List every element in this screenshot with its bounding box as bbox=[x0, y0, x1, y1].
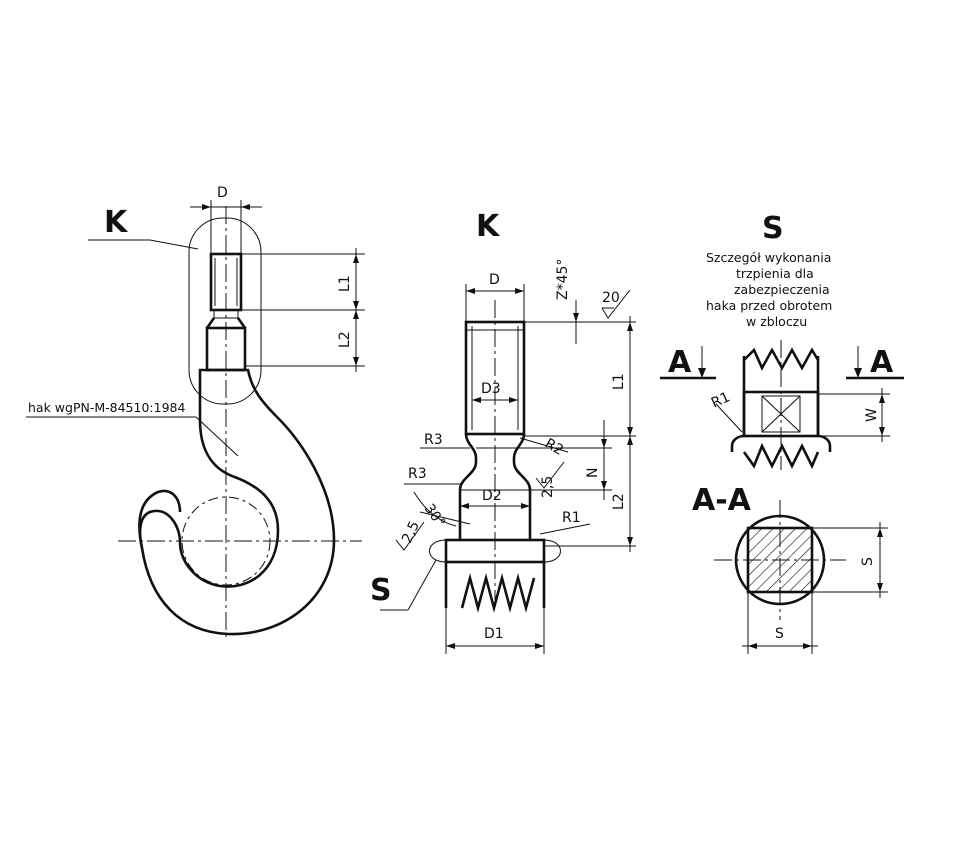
k-d2-arrow-l bbox=[460, 503, 469, 509]
s-marker-label: S bbox=[370, 573, 392, 608]
k-25b-symbol bbox=[535, 461, 565, 489]
hook-bore-circle bbox=[181, 496, 271, 586]
hook-k-leader bbox=[149, 239, 199, 250]
aa-sh-arrow-r bbox=[803, 643, 812, 649]
s-w-arrow-top bbox=[879, 394, 885, 403]
k-d1-arrow-l bbox=[446, 643, 455, 649]
hook-d-label: D bbox=[217, 185, 228, 201]
aa-sh-arrow-l bbox=[748, 643, 757, 649]
s-marker-leader-2 bbox=[407, 559, 437, 611]
aa-sh-label: S bbox=[775, 626, 784, 642]
k-d-arrow-r bbox=[515, 288, 524, 294]
s-w-arrow-bot bbox=[879, 427, 885, 436]
k-r1-leader bbox=[539, 523, 591, 535]
detail-s: S Szczegół wykonania trzpienia dla zabez… bbox=[660, 211, 904, 470]
k-n-arrow-bot bbox=[601, 481, 607, 490]
k-l1-label: L1 bbox=[611, 373, 627, 390]
k-r2-leader bbox=[519, 437, 569, 453]
hook-tip bbox=[138, 489, 182, 549]
hook-view-label-k: K bbox=[104, 205, 129, 240]
k-d2-arrow-r bbox=[521, 503, 530, 509]
section-aa: A-A S S bbox=[692, 483, 888, 654]
s-bottom-break bbox=[742, 442, 820, 470]
detail-s-title: S bbox=[762, 211, 784, 246]
s-r1-leader bbox=[715, 403, 743, 433]
aa-sv-arrow-bot bbox=[877, 583, 883, 592]
k-l1-arrow-top bbox=[627, 322, 633, 331]
k-l2-arrow-bot bbox=[627, 537, 633, 546]
k-r3a-label: R3 bbox=[424, 432, 443, 448]
k-25a-label: 2,5 bbox=[399, 519, 423, 546]
k-d1-label: D1 bbox=[484, 626, 504, 642]
k-neck bbox=[458, 433, 532, 540]
hook-shank-taper-r bbox=[236, 317, 247, 329]
note-line-2: trzpienia dla bbox=[736, 266, 814, 281]
k-roughness-symbol bbox=[601, 289, 631, 319]
k-d3-label: D3 bbox=[481, 381, 501, 397]
k-r2-label: R2 bbox=[542, 436, 566, 459]
aa-sv-label: S bbox=[860, 557, 876, 566]
section-arrow-left-head bbox=[698, 368, 706, 378]
k-chamfer-label: Z*45° bbox=[555, 259, 571, 300]
hook-l1-arrow-bot bbox=[353, 301, 359, 310]
note-line-3: zabezpieczenia bbox=[734, 282, 830, 297]
detail-k: K D Z*45° 20 bbox=[370, 209, 636, 654]
k-r3b-label: R3 bbox=[408, 466, 427, 482]
k-n-arrow-top bbox=[601, 439, 607, 448]
section-aa-title: A-A bbox=[692, 483, 752, 518]
k-l2-label: L2 bbox=[611, 493, 627, 510]
note-line-1: Szczegół wykonania bbox=[706, 250, 831, 265]
k-25a-symbol bbox=[395, 521, 425, 551]
hook-standard-note: hak wgPN-M-84510:1984 bbox=[28, 400, 185, 415]
hook-standard-leader bbox=[195, 416, 239, 457]
k-r1-label: R1 bbox=[562, 510, 581, 526]
k-l2-arrow-top bbox=[627, 436, 633, 445]
k-d2-label: D2 bbox=[482, 488, 502, 504]
k-d1-arrow-r bbox=[535, 643, 544, 649]
k-d3-arrow-l bbox=[472, 397, 481, 403]
section-mark-a-right: A bbox=[870, 345, 894, 380]
hook-l2-arrow-bot bbox=[353, 357, 359, 366]
hook-l2-arrow-top bbox=[353, 310, 359, 319]
detail-k-title: K bbox=[476, 209, 501, 244]
k-l1-arrow-bot bbox=[627, 427, 633, 436]
k-chamfer-arrow bbox=[573, 313, 579, 322]
detail-k-outline bbox=[188, 217, 262, 405]
hook-l1-label: L1 bbox=[337, 275, 353, 292]
k-d3-arrow-r bbox=[509, 397, 518, 403]
s-top-break bbox=[743, 347, 820, 371]
k-d-label: D bbox=[489, 272, 500, 288]
k-angle-leader bbox=[419, 511, 471, 525]
hook-view: D L1 L2 K hak wgPN-M-84510:1984 bbox=[26, 185, 365, 640]
k-d-arrow-l bbox=[466, 288, 475, 294]
hook-outline bbox=[138, 368, 336, 636]
note-line-5: w zbloczu bbox=[746, 314, 807, 329]
hook-d-arrow-r bbox=[241, 204, 250, 210]
hook-d-arrow-l bbox=[202, 204, 211, 210]
k-angle-label: 30° bbox=[421, 501, 448, 531]
s-r1-label: R1 bbox=[709, 389, 733, 411]
k-break-line bbox=[460, 572, 536, 614]
k-25b-label: 2,5 bbox=[540, 476, 556, 498]
note-line-4: haka przed obrotem bbox=[706, 298, 832, 313]
aa-sv-arrow-top bbox=[877, 528, 883, 537]
section-arrow-right-head bbox=[854, 368, 862, 378]
hook-shank-taper-l bbox=[205, 317, 216, 329]
s-w-label: W bbox=[864, 408, 880, 422]
k-n-label: N bbox=[585, 468, 601, 478]
hook-l2-label: L2 bbox=[337, 331, 353, 348]
k-s-bubble bbox=[429, 539, 561, 563]
k-roughness-label: 20 bbox=[602, 290, 620, 306]
section-mark-a-left: A bbox=[668, 345, 692, 380]
hook-l1-arrow-top bbox=[353, 254, 359, 263]
